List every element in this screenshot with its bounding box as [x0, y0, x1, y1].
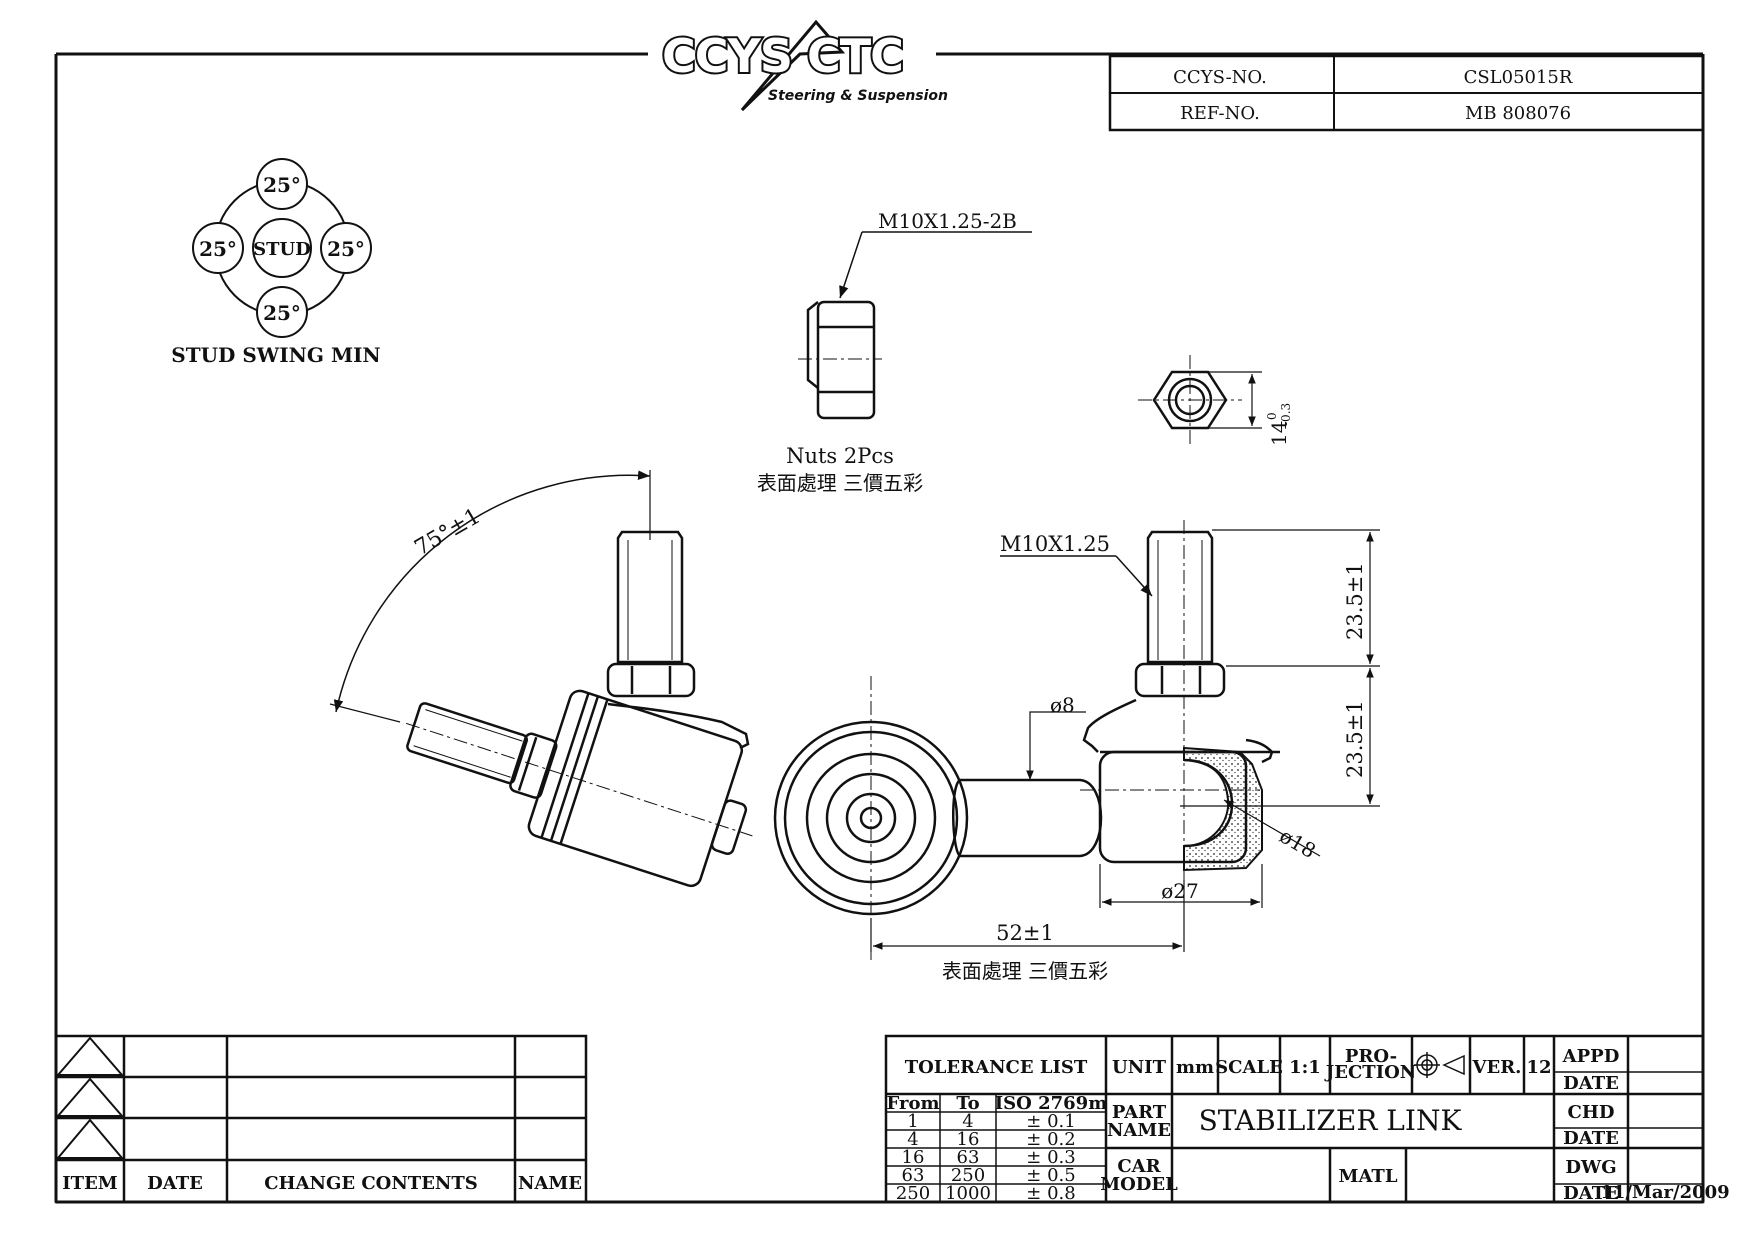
ref-no-label: REF-NO.: [1180, 103, 1260, 124]
appd-label: APPD: [1562, 1046, 1620, 1067]
tilted-housing: [406, 689, 757, 888]
tol-row-4-value: ± 0.5: [1026, 1165, 1075, 1186]
tolerance-title: TOLERANCE LIST: [905, 1057, 1088, 1078]
height-dimensions: [1180, 529, 1380, 807]
front-ball-view: [773, 676, 969, 960]
scale-label: SCALE: [1215, 1057, 1283, 1078]
swing-angle-left: 25°: [199, 237, 237, 261]
nut-hex-view: [1138, 355, 1242, 445]
logo-text: CCYS CTC: [662, 29, 903, 83]
tol-row-5-value: ± 0.8: [1026, 1183, 1075, 1204]
nut-width-text: 14 0 -0.3: [1265, 403, 1293, 446]
neck-diameter-label: ø8: [1050, 693, 1075, 717]
nut-width-value: 14: [1267, 421, 1291, 446]
nut-width-tol-upper: 0: [1265, 412, 1279, 420]
unit-label: UNIT: [1112, 1057, 1167, 1078]
chd-date-label: DATE: [1563, 1128, 1619, 1149]
unit-value: mm: [1176, 1057, 1214, 1078]
rev-header-change: CHANGE CONTENTS: [264, 1173, 478, 1194]
tilt-angle-label: 75°±1: [411, 504, 485, 561]
ref-no-value: MB 808076: [1465, 103, 1571, 124]
section-cut-fill: [1183, 746, 1263, 872]
projection-label-1: PRO-: [1345, 1046, 1397, 1067]
tol-row-2-from: 4: [907, 1129, 918, 1150]
tol-row-3-value: ± 0.3: [1026, 1147, 1075, 1168]
ver-label: VER.: [1472, 1057, 1522, 1078]
tolerance-grid: [886, 1094, 1106, 1202]
rev-header-date: DATE: [147, 1173, 203, 1194]
tol-row-1-to: 4: [962, 1111, 973, 1132]
housing-diameter-dimension: [1099, 864, 1263, 908]
tol-row-5-from: 250: [896, 1183, 930, 1204]
swing-angle-bottom: 25°: [263, 301, 301, 325]
swing-angle-top: 25°: [263, 173, 301, 197]
projection-symbol-icon: [1414, 1052, 1465, 1078]
chd-label: CHD: [1568, 1102, 1615, 1123]
center-distance-label: 52±1: [996, 921, 1054, 945]
swing-angle-right: 25°: [327, 237, 365, 261]
tolerance-header-from: From: [887, 1093, 940, 1114]
dwg-label: DWG: [1565, 1157, 1616, 1178]
title-block-grid: [884, 1034, 1705, 1204]
revision-headers: ITEM DATE CHANGE CONTENTS NAME: [62, 1173, 582, 1194]
part-number-box: CCYS-NO. CSL05015R REF-NO. MB 808076: [1108, 54, 1705, 132]
tol-row-3-to: 63: [957, 1147, 980, 1168]
tolerance-rows: 1 4 ± 0.1 4 16 ± 0.2 16 63 ± 0.3 63 250 …: [896, 1111, 1076, 1204]
stud-swing-diagram: [192, 158, 372, 338]
matl-label: MATL: [1339, 1166, 1398, 1187]
car-model-label-2: MODEL: [1100, 1174, 1178, 1195]
part-name-label-1: PART: [1112, 1102, 1167, 1123]
ccys-no-value: CSL05015R: [1464, 67, 1573, 88]
scale-value: 1:1: [1289, 1057, 1321, 1078]
part-name-label-2: NAME: [1107, 1120, 1171, 1141]
horizontal-neck: [952, 778, 1103, 858]
nut-thread-callout: M10X1.25-2B: [839, 209, 1032, 299]
tol-row-3-from: 16: [902, 1147, 925, 1168]
tol-row-4-to: 250: [951, 1165, 985, 1186]
appd-date-label: DATE: [1563, 1073, 1619, 1094]
tilt-angle-dimension: 75°±1: [329, 470, 651, 723]
housing-diameter-label: ø27: [1161, 879, 1199, 903]
nut-finish-note: 表面處理 三價五彩: [757, 471, 923, 495]
dwg-date-label: DATE: [1563, 1183, 1619, 1204]
company-logo: CCYS CTC Steering & Suspension: [660, 19, 948, 112]
neck-diameter-dimension: ø8: [1026, 693, 1086, 780]
nut-thread-label: M10X1.25-2B: [878, 209, 1017, 233]
tolerance-header-to: To: [956, 1093, 979, 1114]
tol-row-5-to: 1000: [945, 1183, 991, 1204]
ver-value: 12: [1526, 1057, 1551, 1078]
nut-caption: Nuts 2Pcs: [786, 444, 894, 468]
rev-header-item: ITEM: [62, 1173, 118, 1194]
swing-center-label: STUD: [253, 239, 311, 260]
stud-swing-caption: STUD SWING MIN: [171, 343, 380, 367]
center-finish-note: 表面處理 三價五彩: [942, 959, 1108, 983]
ccys-no-label: CCYS-NO.: [1173, 67, 1267, 88]
stud-thread-callout: M10X1.25: [1000, 532, 1153, 597]
nut-width-dimension: [1208, 371, 1262, 429]
tol-row-2-value: ± 0.2: [1026, 1129, 1075, 1150]
vertical-stud: [606, 530, 750, 750]
tolerance-header-iso: ISO 2769m: [995, 1093, 1108, 1114]
tol-row-4-from: 63: [902, 1165, 925, 1186]
tol-row-1-from: 1: [907, 1111, 918, 1132]
rev-header-name: NAME: [518, 1173, 582, 1194]
stud-swing-labels: 25° 25° STUD 25° 25° STUD SWING MIN: [171, 173, 380, 367]
tol-row-2-to: 16: [957, 1129, 980, 1150]
tol-row-1-value: ± 0.1: [1026, 1111, 1075, 1132]
dwg-date-value: 11/Mar/2009: [1600, 1182, 1729, 1203]
ball-diameter-label: ø18: [1276, 824, 1320, 864]
logo-tagline: Steering & Suspension: [768, 88, 948, 104]
revision-table: [54, 1034, 588, 1204]
part-name-value: STABILIZER LINK: [1199, 1104, 1463, 1137]
nut-side-view: [798, 300, 882, 420]
body-height-label: 23.5±1: [1343, 700, 1367, 778]
projection-label-2: JECTION: [1324, 1062, 1417, 1083]
stud-thread-label: M10X1.25: [1000, 532, 1110, 556]
center-distance-dimension: [870, 880, 1185, 952]
nut-width-tol-lower: -0.3: [1279, 403, 1293, 426]
stud-length-label: 23.5±1: [1343, 562, 1367, 640]
car-model-label-1: CAR: [1117, 1156, 1161, 1177]
